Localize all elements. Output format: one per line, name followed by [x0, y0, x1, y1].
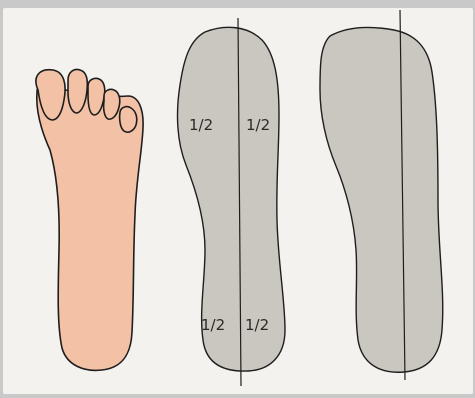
half-label-top-left: 1/2	[189, 116, 213, 134]
half-label-bottom-left: 1/2	[201, 316, 225, 334]
insole-halved: 1/2 1/2 1/2 1/2	[178, 18, 285, 386]
half-label-bottom-right: 1/2	[245, 316, 269, 334]
foot-illustration	[36, 69, 143, 370]
half-label-top-right: 1/2	[246, 116, 270, 134]
insole-reference	[320, 10, 443, 380]
insole-reference-outline	[320, 28, 443, 373]
little-toe	[120, 107, 137, 133]
